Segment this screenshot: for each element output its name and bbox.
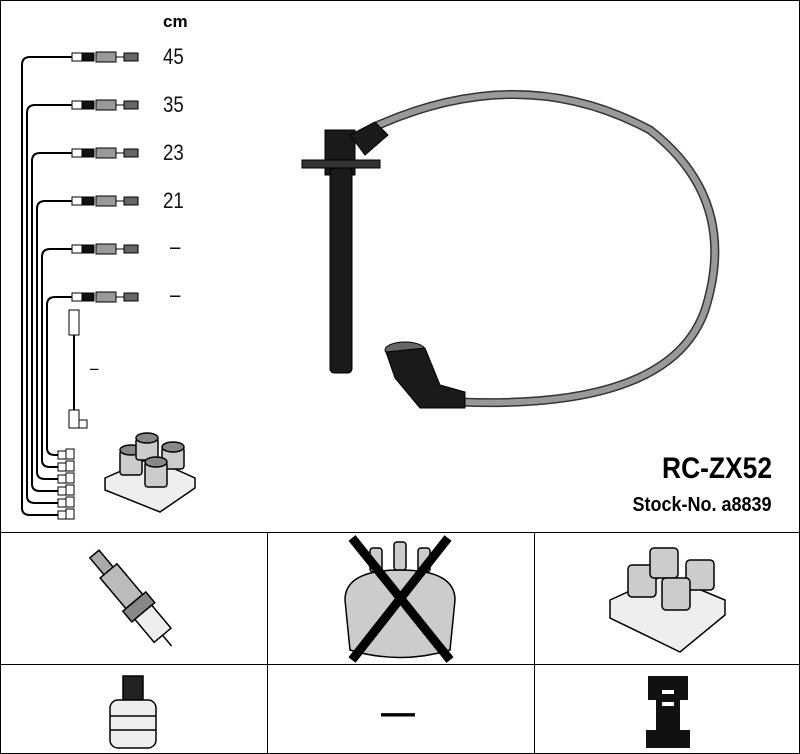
connector-value: — <box>381 694 415 732</box>
wire-lines <box>21 56 75 516</box>
ignition-cable <box>370 90 720 408</box>
length-label: 23 <box>163 140 184 165</box>
length-label: – <box>170 234 181 259</box>
ignition-coil-icon <box>104 432 196 513</box>
divider <box>534 532 535 754</box>
length-label: – <box>170 282 181 307</box>
divider <box>0 664 800 665</box>
length-label: 35 <box>163 92 184 117</box>
length-label: 21 <box>163 188 184 213</box>
stock-number: Stock-No. a8839 <box>632 494 772 516</box>
length-label: 45 <box>163 44 184 69</box>
length-unit: cm <box>163 12 188 31</box>
connector-icons <box>57 51 139 520</box>
divider <box>0 532 800 533</box>
spark-plug-boot <box>301 121 389 374</box>
wiring-schematic <box>21 51 720 520</box>
cable-set-panel: cm 45 35 23 21 – – – <box>21 12 772 520</box>
product-code: RC-ZX52 <box>661 452 772 485</box>
coil-boot <box>384 341 466 409</box>
coil-wire-length: – <box>90 358 99 378</box>
divider <box>267 532 268 754</box>
